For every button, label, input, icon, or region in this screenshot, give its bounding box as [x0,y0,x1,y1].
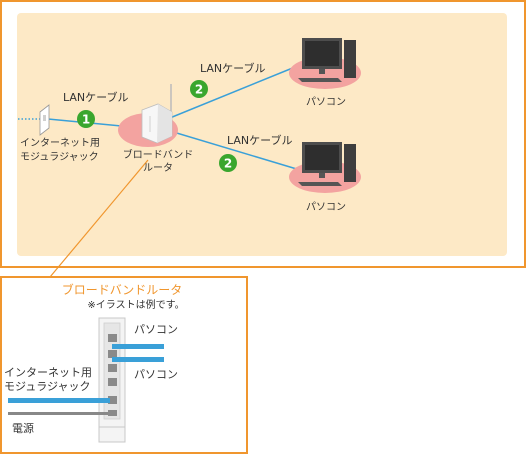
step-badge-2a-number: 2 [195,83,203,97]
cable-label-2a: LANケーブル [200,61,265,75]
lan-cable-2a [159,64,301,123]
pc-bottom-icon [298,142,356,186]
pc-top-label: パソコン [306,96,346,108]
pc-cable-2 [112,357,164,362]
detail-pc-label-2: パソコン [134,368,178,381]
router-label-line2: ルータ [143,162,173,174]
detail-power-label: 電源 [12,421,34,435]
internet-cable [8,398,110,403]
modular-jack-label-line2: モジュラジャック [20,151,99,163]
router-front-icon [98,317,126,443]
modular-jack-icon [39,104,50,136]
step-badge-2b-number: 2 [224,157,232,171]
detail-title: ブロードバンドルータ [62,282,183,297]
detail-jack-label-line2: モジュラジャック [4,380,90,393]
step-badge-1 [77,110,95,128]
cable-label-1: LANケーブル [63,90,128,104]
detail-jack-label-line1: インターネット用 [4,366,92,379]
step-badge-2a [190,80,208,98]
detail-note: ※イラストは例です。 [87,298,184,311]
modular-jack-label-line1: インターネット用 [20,137,100,149]
top-panel [17,13,507,256]
pc-bottom-label: パソコン [306,201,346,213]
router-label-line1: ブロードバンド [123,148,194,161]
detail-pc-label-1: パソコン [134,323,178,336]
pc-cable-1 [112,344,164,349]
router-icon [141,84,173,144]
lan-cable-2b [159,127,301,171]
step-badge-2b [219,154,237,172]
cable-label-2b: LANケーブル [227,133,292,147]
router-callout-line [49,159,149,278]
power-cable [8,412,108,415]
step-badge-1-number: 1 [82,113,90,127]
pc-top-icon [298,38,356,82]
